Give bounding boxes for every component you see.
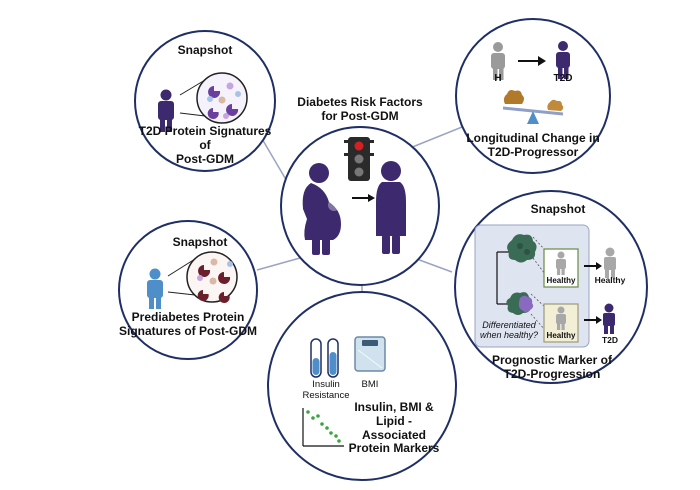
- magnifier-protein-icon-2: [167, 251, 238, 303]
- person-icon-outcome-t2d: [603, 303, 615, 334]
- scale-icon: [354, 336, 386, 372]
- insulin-line1: Insulin: [312, 379, 340, 390]
- person-icon-outcome-healthy: [604, 247, 616, 278]
- scatter-plot-icon: [302, 408, 344, 447]
- protein-cluster-icon-top: [507, 234, 537, 263]
- bottom-title: Insulin, BMI & Lipid - Associated Protei…: [344, 400, 444, 456]
- bottom-title-line2: Lipid -: [376, 413, 412, 428]
- top-right-title: Longitudinal Change in T2D-Progressor: [463, 131, 603, 160]
- mid-left-title: Prediabetes Protein Signatures of Post-G…: [118, 310, 258, 339]
- protein-cluster-icon-bottom: [506, 292, 534, 315]
- healthy-box-bottom-label: Healthy: [546, 331, 576, 340]
- top-left-title-line1: T2D Protein Signatures of: [138, 124, 272, 152]
- center-title-line2: for Post-GDM: [321, 108, 399, 123]
- person-icon-healthy-box-bottom: [556, 306, 566, 330]
- arrow-right-icon: [518, 56, 546, 66]
- test-tubes-icon: [310, 338, 339, 378]
- person-icon-h: [491, 42, 505, 80]
- bottom-title-line4: Protein Markers: [348, 441, 440, 456]
- mid-left-title-line2: Signatures of Post-GDM: [118, 323, 257, 338]
- mid-left-snapshot-label: Snapshot: [172, 235, 228, 249]
- bmi-label: BMI: [361, 379, 379, 390]
- woman-icon: [376, 161, 406, 254]
- connector-right: [413, 257, 453, 273]
- question-line1: Differentiated: [482, 320, 536, 330]
- mid-left-title-line1: Prediabetes Protein: [131, 310, 245, 324]
- center-title-line1: Diabetes Risk Factors: [297, 95, 423, 109]
- insulin-resistance-label: Insulin Resistance: [296, 379, 356, 402]
- person-icon-healthy-box-top: [556, 251, 566, 275]
- insulin-line2: Resistance: [302, 389, 350, 401]
- top-left-snapshot-label: Snapshot: [177, 43, 233, 57]
- bottom-title-line1: Insulin, BMI &: [354, 400, 434, 414]
- person-icon-t2d: [158, 89, 174, 132]
- person-icon-prediabetes: [147, 268, 163, 309]
- right-title-line1: Prognostic Marker of: [491, 353, 613, 367]
- connector-mid-left: [256, 257, 301, 271]
- arrow-right-healthy-icon: [584, 262, 602, 270]
- right-title: Prognostic Marker of T2D-Progression: [480, 353, 624, 382]
- question-line2: when healthy?: [479, 330, 539, 341]
- top-right-title-line1: Longitudinal Change in: [466, 131, 600, 145]
- t2d-label: T2D: [553, 73, 573, 84]
- differentiated-question: Differentiated when healthy?: [476, 320, 542, 341]
- seesaw-icon: [502, 90, 564, 124]
- top-left-title: T2D Protein Signatures of Post-GDM: [135, 124, 275, 166]
- h-label: H: [494, 73, 502, 84]
- magnifier-protein-icon: [179, 72, 248, 124]
- top-left-title-line2: Post-GDM: [176, 151, 234, 166]
- pregnant-woman-icon: [302, 163, 341, 255]
- outcome-healthy-label: Healthy: [594, 275, 626, 285]
- bottom-title-line3: Associated: [361, 427, 427, 442]
- top-right-title-line2: T2D-Progressor: [487, 144, 579, 159]
- arrow-right-center-icon: [352, 194, 375, 202]
- person-icon-t2d-right: [556, 41, 570, 79]
- connector-top-right: [404, 126, 463, 151]
- healthy-box-top-label: Healthy: [546, 276, 576, 285]
- right-snapshot-label: Snapshot: [530, 202, 586, 216]
- traffic-light-icon: [344, 137, 374, 181]
- arrow-right-t2d-icon: [584, 316, 602, 324]
- outcome-t2d-label: T2D: [601, 335, 619, 345]
- right-title-line2: T2D-Progression: [503, 366, 601, 381]
- center-title: Diabetes Risk Factors for Post-GDM: [290, 95, 430, 124]
- dashed-zoom-lines: [530, 236, 546, 331]
